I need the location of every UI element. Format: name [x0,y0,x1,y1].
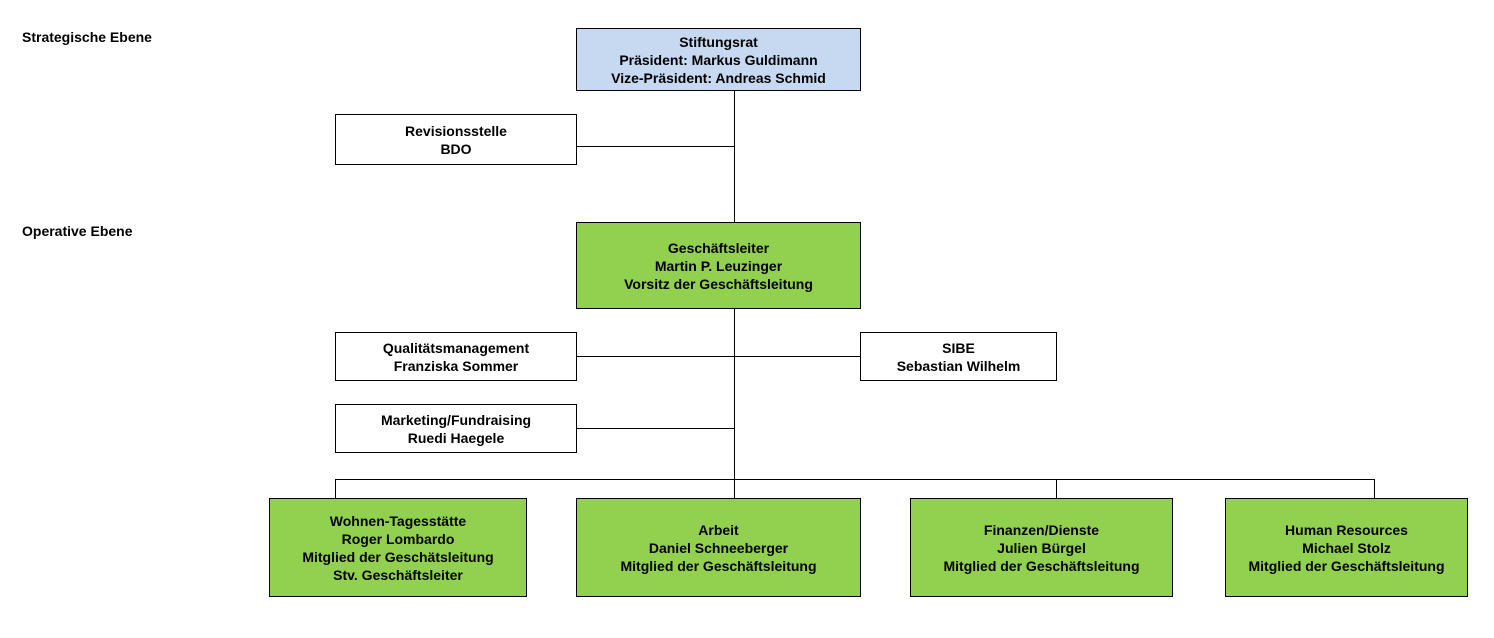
node-line: Mitglied der Geschäftsleitung [620,557,817,574]
node-sibe: SIBE Sebastian Wilhelm [860,332,1057,381]
node-line: Arbeit [698,521,739,538]
node-line: Vorsitz der Geschäftsleitung [624,275,813,292]
node-revisionsstelle: Revisionsstelle BDO [335,114,577,165]
node-line: Qualitätsmanagement [382,339,530,356]
node-line: Stv. Geschäftsleiter [333,566,463,583]
node-line: BDO [440,140,472,157]
node-line: Mitglied der Geschäftsleitung [943,557,1140,574]
connector-departments-bus [335,479,1375,480]
node-geschaeftsleiter: Geschäftsleiter Martin P. Leuzinger Vors… [576,222,861,309]
node-line: Ruedi Haegele [407,429,505,446]
operative-level-label: Operative Ebene [22,223,133,239]
node-line: Michael Stolz [1302,539,1391,556]
node-line: Sebastian Wilhelm [896,357,1021,374]
node-finanzen-dienste: Finanzen/Dienste Julien Bürgel Mitglied … [910,498,1173,597]
node-qualitaetsmanagement: Qualitätsmanagement Franziska Sommer [335,332,577,381]
node-line: Julien Bürgel [997,539,1086,556]
node-wohnen-tagesstaette: Wohnen-Tagesstätte Roger Lombardo Mitgli… [269,498,527,597]
strategic-level-label: Strategische Ebene [22,29,152,45]
node-line: Franziska Sommer [393,357,519,374]
connector-management-to-departments [734,308,735,498]
node-line: Martin P. Leuzinger [654,257,783,274]
connector-board-to-management [734,90,735,222]
connector-marketing [576,428,734,429]
node-arbeit: Arbeit Daniel Schneeberger Mitglied der … [576,498,861,597]
node-line: Human Resources [1285,521,1408,538]
node-line: Präsident: Markus Guldimann [619,51,818,68]
node-line: Mitglied der Geschätsleitung [302,548,494,565]
node-stiftungsrat: Stiftungsrat Präsident: Markus Guldimann… [576,28,861,91]
connector-drop-finanzen [1056,479,1057,498]
node-line: Marketing/Fundraising [380,411,532,428]
node-marketing-fundraising: Marketing/Fundraising Ruedi Haegele [335,404,577,453]
node-line: Wohnen-Tagesstätte [329,512,467,529]
node-line: Revisionsstelle [405,122,507,139]
node-line: SIBE [942,339,975,356]
node-human-resources: Human Resources Michael Stolz Mitglied d… [1225,498,1468,597]
node-line: Geschäftsleiter [667,239,770,256]
connector-staff-row [576,356,860,357]
connector-drop-wohnen [335,479,336,498]
node-line: Finanzen/Dienste [983,521,1100,538]
node-line: Vize-Präsident: Andreas Schmid [611,69,826,86]
connector-drop-hr [1374,479,1375,498]
node-line: Roger Lombardo [341,530,455,547]
node-line: Stiftungsrat [679,33,758,50]
node-line: Mitglied der Geschäftsleitung [1248,557,1445,574]
node-line: Daniel Schneeberger [648,539,789,556]
connector-revision [576,146,734,147]
